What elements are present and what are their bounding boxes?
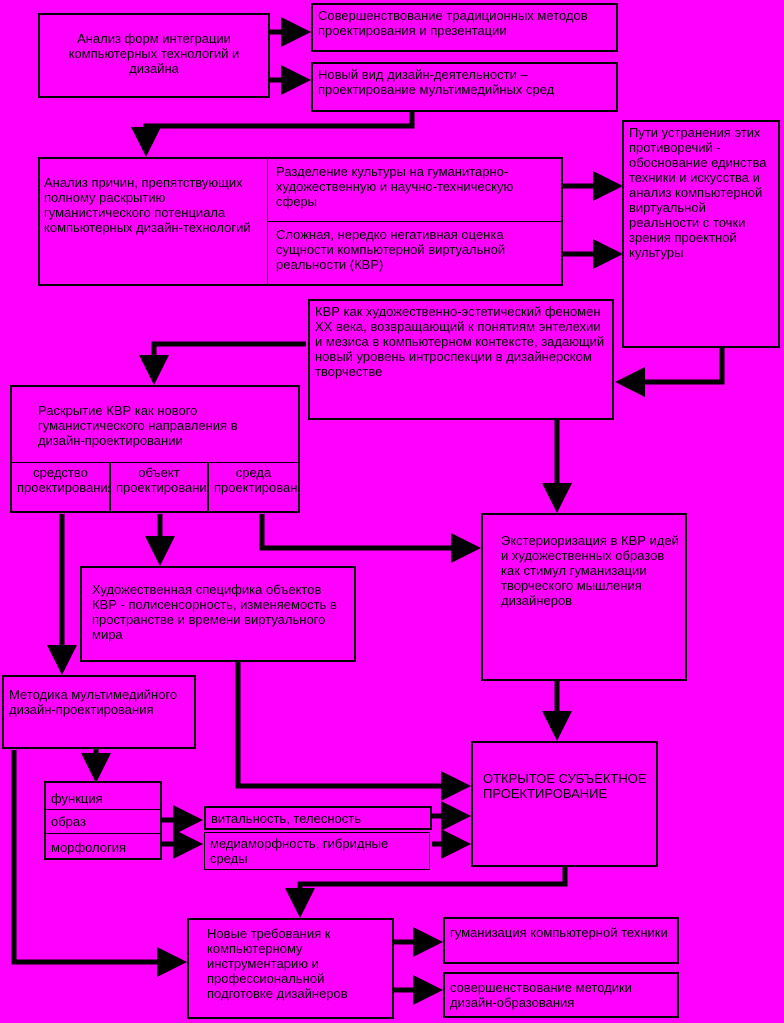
arrow-b16-b17: [285, 866, 568, 918]
cell-design-means: средство проектирования: [12, 462, 110, 511]
cell-design-object: объект проектирования: [110, 462, 208, 511]
box-vitality: витальность, телесность: [204, 806, 432, 830]
box-kvr-assessment: Сложная, нередко негативная оценка сущно…: [276, 227, 506, 272]
cell-function: функция: [46, 786, 160, 810]
box-kvr-disclosure: Раскрытие КВР как нового гуманистическог…: [10, 385, 300, 513]
box-integration-analysis: Анализ форм интеграции компьютерных техн…: [38, 13, 270, 98]
box-kvr-disclosure-title: Раскрытие КВР как нового гуманистическог…: [38, 403, 238, 448]
box-multimedia-design: Новый вид дизайн-деятельности – проектир…: [311, 62, 618, 112]
cell-image: образ: [46, 810, 160, 834]
arrow-b9-b10: [259, 514, 481, 563]
divider-horizontal: [267, 221, 561, 222]
box-artistic-specifics: Художественная специфика объектов КВР - …: [80, 566, 356, 662]
box-traditional-methods: Совершенствование традиционных методов п…: [311, 3, 618, 52]
box-resolution-ways: Пути устранения этих противоречий - обос…: [622, 120, 780, 348]
box-design-aspects: функция образ морфология: [44, 781, 162, 860]
box-tech-humanization: гуманизация компьютерной техники: [443, 917, 679, 964]
cell-morphology: морфология: [46, 834, 160, 858]
arrow-b7-b8: [615, 348, 725, 397]
box-mediamorphism: медиаморфность, гибридные среды: [204, 832, 430, 870]
arrow-b3-b4: [131, 112, 415, 157]
box-kvr-phenomenon: КВР как художественно-эстетический феном…: [308, 299, 614, 420]
cell-design-environment: среда проектирования: [208, 462, 298, 511]
box-culture-split: Разделение культуры на гуманитарно-худож…: [276, 164, 514, 209]
arrow-b8-b9: [139, 341, 306, 385]
box-education-method: совершенствование методики дизайн-образо…: [443, 972, 679, 1018]
box-causes-analysis: Анализ причин, препятствующих полному ра…: [44, 175, 251, 235]
box-exteriorization: Экстериоризация в КВР идей и художествен…: [481, 513, 687, 681]
box-multimedia-method: Методика мультимедийного дизайн-проектир…: [2, 675, 196, 749]
arrow-b11-b16: [235, 662, 471, 801]
box-open-subject-design: ОТКРЫТОЕ СУБЪЕКТНОЕ ПРОЕКТИРОВАНИЕ: [471, 741, 658, 867]
box-causes-group: Анализ причин, препятствующих полному ра…: [38, 157, 563, 286]
box-new-requirements: Новые требования к компьютерному инструм…: [187, 918, 394, 1019]
